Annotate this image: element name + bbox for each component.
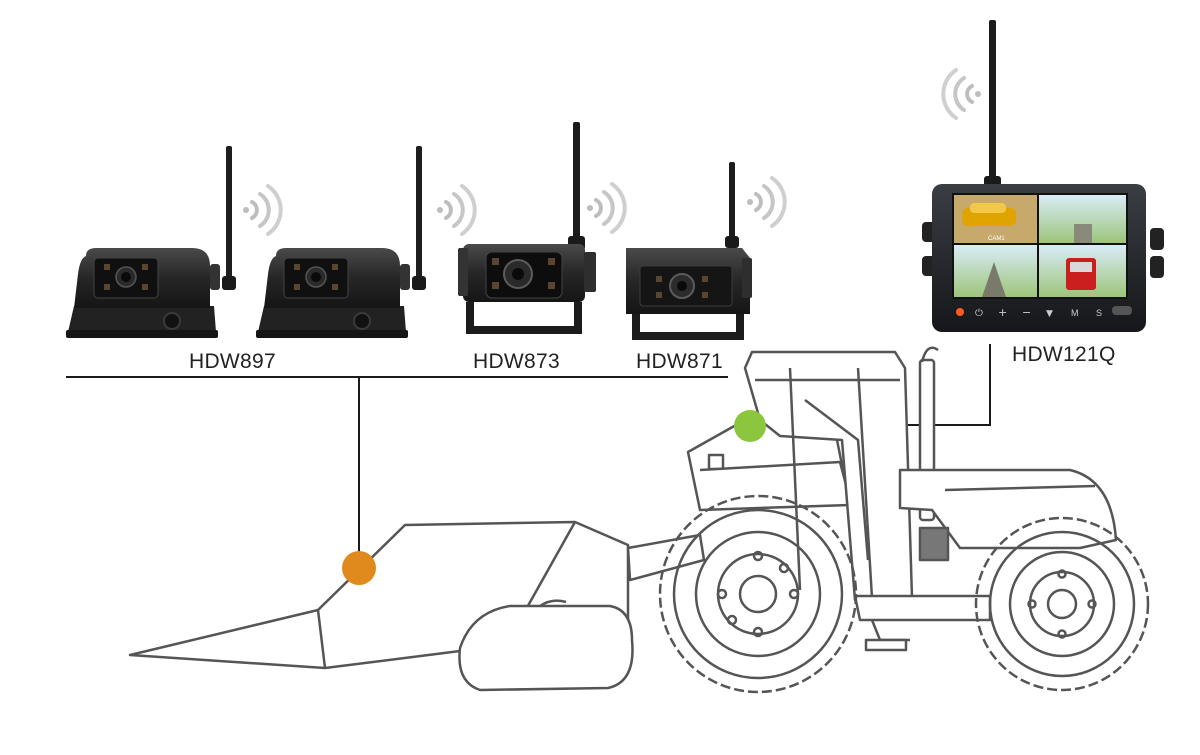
label-hdw897: HDW897 [189, 350, 276, 373]
label-hdw121q: HDW121Q [1012, 343, 1116, 366]
screen-label-cam1: CAM1 [988, 236, 1005, 242]
front-wheel [658, 494, 858, 694]
monitor-menu-button: M [1071, 308, 1079, 318]
camera-hdw897-right [255, 145, 427, 339]
monitor-power-button: ⏻ [975, 308, 983, 319]
tractor-line-drawing [128, 346, 1118, 692]
camera-hdw897-left [65, 145, 237, 339]
monitor-minus-button: − [1022, 306, 1031, 319]
header-camera-mount-dot [342, 551, 376, 585]
wifi-signal-icon [941, 68, 983, 120]
wifi-signal-icon [435, 184, 477, 236]
camera-hdw871 [626, 162, 752, 340]
camera-hdw873 [458, 122, 596, 334]
label-hdw873: HDW873 [473, 350, 560, 373]
cab-monitor-mount-dot [734, 410, 766, 442]
wifi-signal-icon [241, 184, 283, 236]
rear-wheel [974, 516, 1150, 692]
monitor-hdw121q: CAM1 ⏻ + − ▼ M S [922, 20, 1164, 332]
monitor-down-button: ▼ [1046, 309, 1053, 319]
label-hdw871: HDW871 [636, 350, 723, 373]
wifi-signal-icon [745, 176, 787, 228]
monitor-source-button: S [1096, 308, 1102, 318]
wifi-signal-icon [585, 182, 627, 234]
monitor-plus-button: + [998, 306, 1007, 319]
